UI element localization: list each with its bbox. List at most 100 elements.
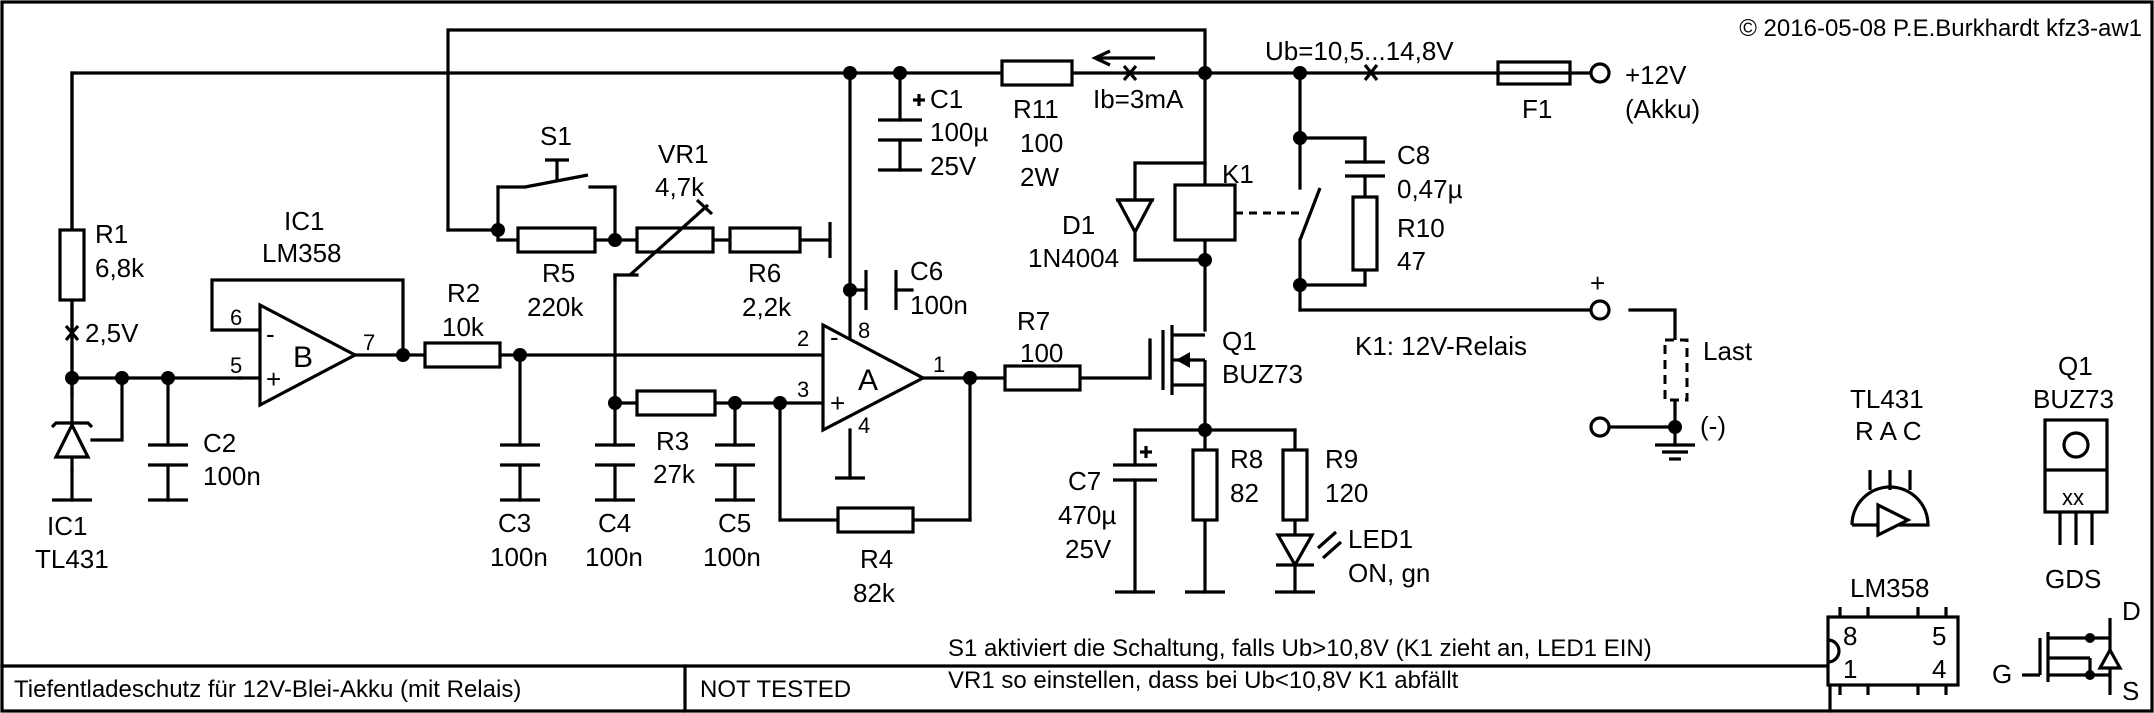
capacitor-c2 xyxy=(148,443,188,467)
c2-value: 100n xyxy=(203,461,261,491)
c6-value: 100n xyxy=(910,290,968,320)
c6-name: C6 xyxy=(910,256,943,286)
led1-desc: ON, gn xyxy=(1348,558,1430,588)
c4-value: 100n xyxy=(585,542,643,572)
pin-8: 8 xyxy=(858,318,870,343)
ic1a-name: IC1 xyxy=(284,206,324,236)
r2-name: R2 xyxy=(447,278,480,308)
mosfet-q1 xyxy=(1148,325,1207,395)
pin-3: 3 xyxy=(797,377,809,402)
r4-name: R4 xyxy=(860,544,893,574)
resistor-r2 xyxy=(423,341,502,369)
relay-contact xyxy=(1298,187,1322,241)
lm358-p1: 1 xyxy=(1843,654,1857,684)
c1-name: C1 xyxy=(930,84,963,114)
capacitor-c5 xyxy=(715,443,755,467)
terminals xyxy=(1589,62,1611,438)
r5-name: R5 xyxy=(542,258,575,288)
diode-d1 xyxy=(1115,198,1155,236)
opamp-b xyxy=(258,302,359,408)
opamp-b-plus: + xyxy=(266,364,281,394)
d1-name: D1 xyxy=(1062,210,1095,240)
pin-2: 2 xyxy=(797,326,809,351)
label-akku: (Akku) xyxy=(1625,94,1700,124)
tl431-package xyxy=(1850,470,1930,538)
r7-value: 100 xyxy=(1020,338,1063,368)
resistor-r4 xyxy=(836,506,915,534)
r9-value: 120 xyxy=(1325,478,1368,508)
k1-name: K1 xyxy=(1222,159,1254,189)
q1-type: BUZ73 xyxy=(1222,359,1303,389)
r6-value: 2,2k xyxy=(742,292,792,322)
mosfet-g: G xyxy=(1992,659,2012,689)
opamp-a-minus: - xyxy=(830,322,839,352)
relay-coil-k1 xyxy=(1173,183,1237,242)
resistor-r1 xyxy=(58,228,86,302)
ic1b-type: TL431 xyxy=(35,544,109,574)
pin-7: 7 xyxy=(363,330,375,355)
tl431-shunt xyxy=(50,421,94,459)
capacitor-c6 xyxy=(864,270,898,310)
buz73-pins: GDS xyxy=(2045,564,2101,594)
mosfet-symbol xyxy=(2022,618,2123,695)
r3-value: 27k xyxy=(653,459,696,489)
resistor-r5 xyxy=(516,226,597,254)
r3-name: R3 xyxy=(656,426,689,456)
junctions xyxy=(65,66,1682,437)
buz73-package xyxy=(2043,418,2109,545)
buz73-mark: xx xyxy=(2062,485,2084,510)
ic1b-name: IC1 xyxy=(47,511,87,541)
resistor-r10 xyxy=(1351,195,1379,272)
lm358-p5: 5 xyxy=(1932,621,1946,651)
opamp-b-label: B xyxy=(293,341,313,374)
status-text: NOT TESTED xyxy=(700,676,851,703)
label-plus12v: +12V xyxy=(1625,60,1687,90)
c2-name: C2 xyxy=(203,428,236,458)
v25-label: 2,5V xyxy=(85,318,139,348)
c8-value: 0,47µ xyxy=(1397,174,1463,204)
vr1-name: VR1 xyxy=(658,139,709,169)
capacitor-c4 xyxy=(595,443,635,467)
r1-value: 6,8k xyxy=(95,253,145,283)
label-ub: Ub=10,5...14,8V xyxy=(1265,36,1454,66)
c4-name: C4 xyxy=(598,508,631,538)
lm358-p8: 8 xyxy=(1843,621,1857,651)
c1-voltage: 25V xyxy=(930,151,977,181)
r10-value: 47 xyxy=(1397,246,1426,276)
load-name: Last xyxy=(1703,336,1753,366)
r11-power: 2W xyxy=(1020,162,1059,192)
capacitor-c8 xyxy=(1345,160,1385,178)
resistor-r11 xyxy=(1000,59,1074,87)
fuse-f1 xyxy=(1496,60,1572,86)
opamp-a-label: A xyxy=(858,364,878,397)
tl431-pins: R A C xyxy=(1855,416,1921,446)
copyright: © 2016-05-08 P.E.Burkhardt kfz3-aw1 xyxy=(1739,15,2142,42)
c3-name: C3 xyxy=(498,508,531,538)
q1-name: Q1 xyxy=(1222,326,1257,356)
pin-6: 6 xyxy=(230,305,242,330)
capacitor-c3 xyxy=(500,443,540,467)
label-ib: Ib=3mA xyxy=(1093,84,1184,114)
load-minus: (-) xyxy=(1700,411,1726,441)
tl431-title: TL431 xyxy=(1850,384,1924,414)
lm358-package xyxy=(1826,607,1960,695)
switch-s1 xyxy=(524,158,589,189)
resistor-r9 xyxy=(1281,448,1309,522)
s1-name: S1 xyxy=(540,121,572,151)
lm358-p4: 4 xyxy=(1932,654,1946,684)
c5-value: 100n xyxy=(703,542,761,572)
vr1-value: 4,7k xyxy=(655,172,705,202)
resistor-r6 xyxy=(728,226,802,254)
mosfet-d: D xyxy=(2122,596,2141,626)
resistor-r3 xyxy=(635,389,717,417)
title-text: Tiefentladeschutz für 12V-Blei-Akku (mit… xyxy=(14,676,521,703)
buz73-title-type: BUZ73 xyxy=(2033,384,2114,414)
r5-value: 220k xyxy=(527,292,584,322)
r1-name: R1 xyxy=(95,219,128,249)
load-box xyxy=(1663,338,1689,402)
r7-name-top: R7 xyxy=(1017,306,1050,336)
current-arrow xyxy=(1091,49,1155,82)
note-1: S1 aktiviert die Schaltung, falls Ub>10,… xyxy=(948,635,1652,662)
